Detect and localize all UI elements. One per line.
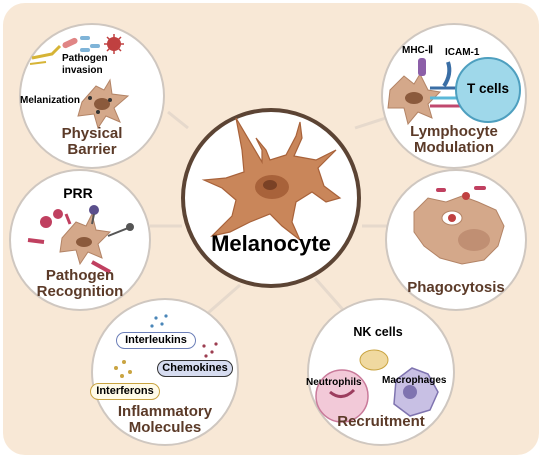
pathogen-invasion-line1: Pathogen [62,53,108,64]
pathogen-invasion-line2: invasion [62,65,103,76]
interleukins-pill: Interleukins [116,332,196,349]
melanization-label: Melanization [20,95,81,106]
interferons-pill: Interferons [90,383,160,400]
icam-label: ICAM-1 [445,47,480,58]
pathogen-glyphs [29,34,124,65]
nk-cells-label: NK cells [353,325,403,339]
physical-barrier-title-line2: Barrier [67,141,117,158]
recruitment-cells [315,349,439,423]
phagocytosis-title: Phagocytosis [407,279,505,296]
inflammatory-title-line1: Inflammatory [117,403,213,420]
cytokine-dots [114,314,218,378]
mhc-label: MHC-Ⅱ [402,45,434,56]
prr-label: PRR [63,185,93,201]
pathogen-recognition-title-line1: Pathogen [45,267,115,284]
chemokines-pill: Chemokines [157,360,233,377]
inflammatory-title-line2: Molecules [128,419,202,436]
melanocyte-title: Melanocyte [211,231,331,256]
tcell [455,57,521,123]
lymphocyte-title-line2: Modulation [414,139,494,156]
tcells-label: T cells [466,81,510,96]
pathogen-recognition-title-line2: Recognition [36,283,124,300]
recruitment-title: Recruitment [337,413,425,430]
lymphocyte-title-line1: Lymphocyte [410,123,498,140]
physical-barrier-title-line1: Physical [61,125,123,142]
macrophages-label: Macrophages [382,375,447,386]
neutrophils-label: Neutrophils [306,377,362,388]
